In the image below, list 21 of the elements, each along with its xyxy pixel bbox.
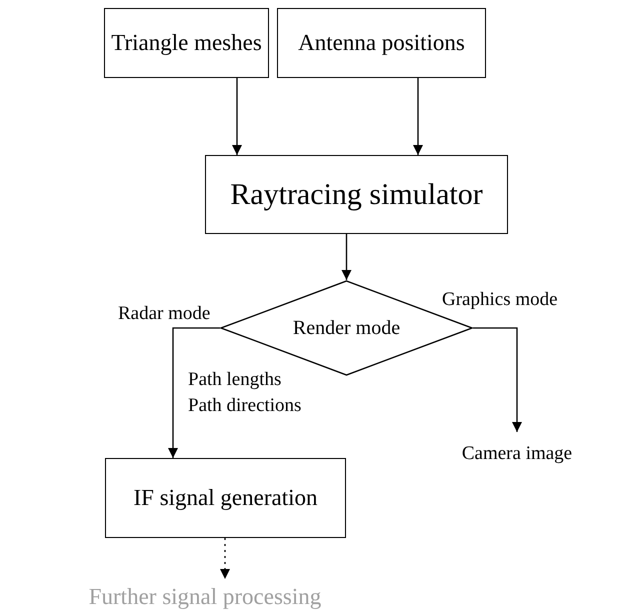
arrow	[342, 234, 352, 280]
process-box	[205, 155, 508, 234]
node-text: Raytracing simulator	[230, 176, 483, 213]
node-text: Triangle meshes	[111, 28, 262, 57]
node-text: Camera image	[462, 442, 572, 466]
edge-label: Graphics mode	[442, 288, 558, 312]
arrow	[232, 78, 242, 155]
node-text: IF signal generation	[134, 484, 318, 512]
process-box	[105, 458, 346, 538]
edge-note: Path directions	[188, 394, 302, 418]
process-box	[277, 8, 486, 78]
arrow	[168, 327, 220, 458]
edge-label: Radar mode	[118, 302, 210, 326]
node-text: Antenna positions	[298, 28, 465, 57]
arrow	[473, 327, 522, 432]
node-text: Render mode	[292, 316, 400, 340]
node-text: Further signal processing	[88, 582, 322, 611]
edge-note: Path lengths	[188, 368, 282, 392]
arrow	[220, 538, 230, 579]
arrow	[413, 78, 423, 155]
process-box	[104, 8, 269, 78]
